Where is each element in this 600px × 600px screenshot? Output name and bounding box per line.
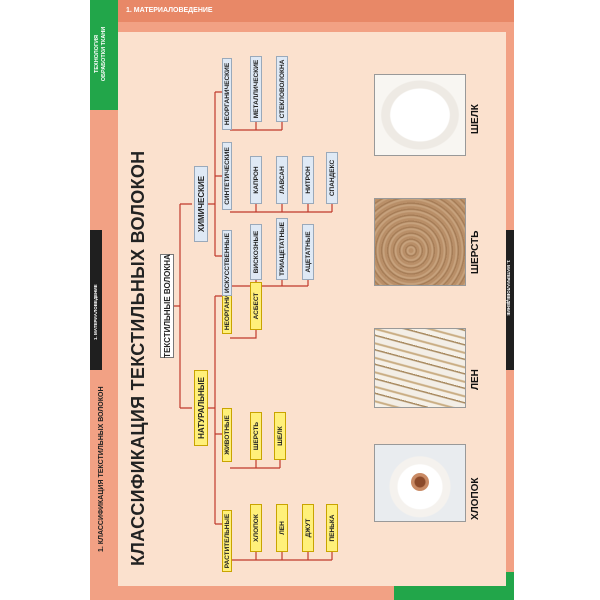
fiber-jute: ДЖУТ [302,504,314,552]
series-tab-text: ТЕХНОЛОГИЯ ОБРАБОТКИ ТКАНИ [94,26,107,82]
node-plant: РАСТИТЕЛЬНЫЕ [222,510,232,572]
fiber-silk: ШЕЛК [274,412,286,460]
photo-label-wool: ШЕРСТЬ [470,230,481,274]
fiber-acetate: АЦЕТАТНЫЕ [302,224,314,280]
series-tab: ТЕХНОЛОГИЯ ОБРАБОТКИ ТКАНИ [90,0,118,110]
node-animal: ЖИВОТНЫЕ [222,408,232,462]
cotton-boll-icon [411,473,429,491]
fiber-flax: ЛЕН [276,504,288,552]
photo-label-silk: ШЕЛК [470,104,481,134]
photo-cotton [374,444,466,522]
photo-wool [374,198,466,286]
photo-flax [374,328,466,408]
node-inorganic-chemical: НЕОРГАНИЧЕСКИЕ [222,58,232,130]
fiber-cotton: ХЛОПОК [250,504,262,552]
photo-silk [374,74,466,156]
photo-label-flax: ЛЕН [470,369,481,390]
fiber-viscose: ВИСКОЗНЫЕ [250,224,262,280]
chart-canvas: КЛАССИФИКАЦИЯ ТЕКСТИЛЬНЫХ ВОЛОКОН ТЕКСТИ… [118,32,506,586]
header-band [90,0,514,22]
connector-lines [174,91,333,561]
node-synthetic: СИНТЕТИЧЕСКИЕ [222,142,232,210]
fiber-nitron: НИТРОН [302,156,314,204]
node-textile-fibers: ТЕКСТИЛЬНЫЕ ВОЛОКНА [160,254,174,358]
left-side-tab [90,230,102,370]
fiber-kapron: КАПРОН [250,156,262,204]
fiber-spandex: СПАНДЕКС [326,152,338,204]
page-title: КЛАССИФИКАЦИЯ ТЕКСТИЛЬНЫХ ВОЛОКОН [128,150,148,566]
left-side-label: 1. МАТЕРИАЛОВЕДЕНИЕ [93,284,98,340]
rotated-content: КЛАССИФИКАЦИЯ ТЕКСТИЛЬНЫХ ВОЛОКОН ТЕКСТИ… [118,32,506,586]
right-side-label: 1. МАТЕРИАЛОВЕДЕНИЕ [506,260,511,316]
fiber-triacetate: ТРИАЦЕТАТНЫЕ [276,218,288,280]
fiber-metallic: МЕТАЛЛИЧЕСКИЕ [250,56,262,122]
footer-caption: 1. КЛАССИФИКАЦИЯ ТЕКСТИЛЬНЫХ ВОЛОКОН [98,386,105,552]
photo-label-cotton: ХЛОПОК [470,477,481,520]
fiber-glass: СТЕКЛОВОЛОКНА [276,56,288,122]
section-header: 1. МАТЕРИАЛОВЕДЕНИЕ [126,7,213,14]
node-artificial: ИСКУССТВЕННЫЕ [222,230,232,296]
node-natural: НАТУРАЛЬНЫЕ [194,370,208,446]
fiber-hemp: ПЕНЬКА [326,504,338,552]
node-chemical: ХИМИЧЕСКИЕ [194,166,208,242]
fiber-lavsan: ЛАВСАН [276,156,288,204]
fiber-wool: ШЕРСТЬ [250,412,262,460]
fiber-asbestos: АСБЕСТ [250,282,262,330]
